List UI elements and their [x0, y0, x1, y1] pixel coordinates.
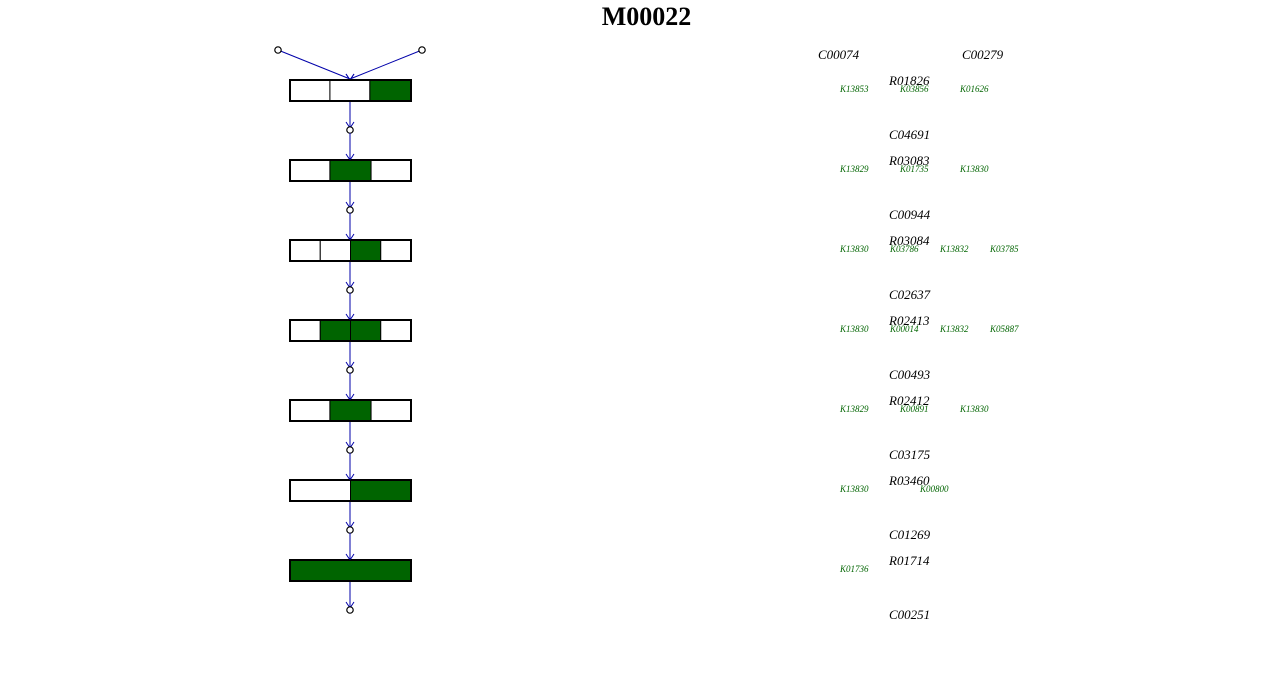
- compound-node-5: [346, 446, 354, 454]
- block-6-segment-1: [289, 479, 351, 502]
- reaction-label-1: R01826: [889, 73, 930, 88]
- block-2-segment-3: [370, 159, 412, 182]
- block-1-segment-3: [369, 79, 412, 102]
- block-4-segment-2: [319, 319, 351, 342]
- ko-label-5-3: K13830: [960, 404, 989, 414]
- ko-label-3-3: K13832: [940, 244, 969, 254]
- ko-label-1-2: K03856: [900, 84, 929, 94]
- start-edge-right: [349, 49, 423, 80]
- reaction-label-5: R02412: [889, 393, 930, 408]
- compound-label-7: C00251: [889, 607, 931, 622]
- block-3-segment-2: [319, 239, 351, 262]
- ko-label-3-4: K03785: [990, 244, 1019, 254]
- ko-label-2-3: K13830: [960, 164, 989, 174]
- reaction-label-6: R03460: [889, 473, 930, 488]
- block-4-segment-1: [289, 319, 321, 342]
- compound-label-1: C04691: [889, 127, 931, 142]
- compound-label-4: C00493: [889, 367, 931, 382]
- compound-node-2: [346, 206, 354, 214]
- compound-label-3: C02637: [889, 287, 931, 302]
- reaction-label-7: R01714: [889, 553, 930, 568]
- ko-label-4-4: K05887: [990, 324, 1019, 334]
- compound-label-5: C03175: [889, 447, 931, 462]
- ko-label-5-1: K13829: [840, 404, 869, 414]
- start-node-left: [274, 46, 282, 54]
- block-5-segment-2: [329, 399, 372, 422]
- block-3-segment-1: [289, 239, 321, 262]
- ko-label-7-1: K01736: [840, 564, 869, 574]
- block-3-segment-3: [350, 239, 382, 262]
- block-4-segment-3: [350, 319, 382, 342]
- block-5-segment-3: [370, 399, 412, 422]
- block-2-segment-1: [289, 159, 331, 182]
- ko-label-2-1: K13829: [840, 164, 869, 174]
- start-compound-label-1: C00074: [818, 47, 860, 62]
- compound-node-6: [346, 526, 354, 534]
- start-compound-label-2: C00279: [962, 47, 1004, 62]
- block-1-segment-1: [289, 79, 331, 102]
- compound-label-2: C00944: [889, 207, 931, 222]
- ko-label-4-2: K00014: [890, 324, 919, 334]
- compound-node-3: [346, 286, 354, 294]
- compound-label-6: C01269: [889, 527, 931, 542]
- reaction-label-4: R02413: [889, 313, 930, 328]
- ko-label-4-3: K13832: [940, 324, 969, 334]
- start-edge-left: [277, 49, 351, 80]
- ko-label-3-1: K13830: [840, 244, 869, 254]
- reaction-label-3: R03084: [889, 233, 930, 248]
- compound-node-7: [346, 606, 354, 614]
- block-4-segment-4: [380, 319, 412, 342]
- compound-node-4: [346, 366, 354, 374]
- block-7-segment-1: [289, 559, 412, 582]
- compound-node-1: [346, 126, 354, 134]
- block-6-segment-2: [350, 479, 412, 502]
- reaction-label-2: R03083: [889, 153, 930, 168]
- block-5-segment-1: [289, 399, 331, 422]
- block-3-segment-4: [380, 239, 412, 262]
- block-outline-1: [289, 79, 412, 102]
- block-2-segment-2: [329, 159, 372, 182]
- ko-label-5-2: K00891: [900, 404, 929, 414]
- ko-label-2-2: K01735: [900, 164, 929, 174]
- ko-label-1-3: K01626: [960, 84, 989, 94]
- ko-label-6-2: K00800: [920, 484, 949, 494]
- block-1-segment-2: [329, 79, 371, 102]
- module-title: M00022: [601, 2, 692, 31]
- ko-label-3-2: K03786: [890, 244, 919, 254]
- ko-label-1-1: K13853: [840, 84, 869, 94]
- start-node-right: [418, 46, 426, 54]
- ko-label-6-1: K13830: [840, 484, 869, 494]
- ko-label-4-1: K13830: [840, 324, 869, 334]
